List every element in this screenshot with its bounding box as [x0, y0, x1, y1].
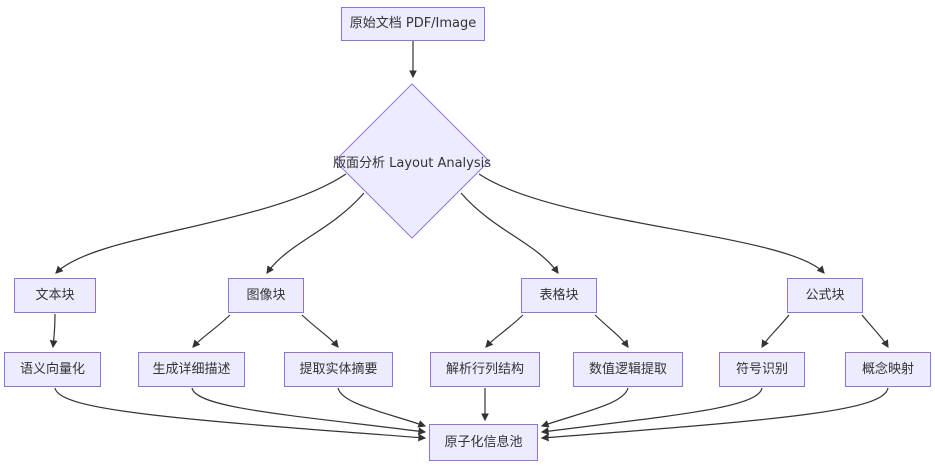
edge-layout-formula-block — [478, 173, 825, 274]
node-numeric-logic-extraction: 数值逻辑提取 — [573, 352, 683, 387]
node-atomic-info-pool-label: 原子化信息池 — [444, 434, 523, 450]
node-formula-block: 公式块 — [787, 278, 863, 313]
node-numeric-logic-extraction-label: 数值逻辑提取 — [588, 361, 667, 377]
node-source-document: 原始文档 PDF/Image — [341, 7, 485, 41]
edge-text-block-vectorize — [49, 313, 58, 349]
node-text-block-label: 文本块 — [35, 287, 75, 303]
node-layout-analysis: 版面分析 Layout Analysis — [312, 151, 512, 171]
node-semantic-vectorization-label: 语义向量化 — [19, 361, 85, 377]
node-source-document-label: 原始文档 PDF/Image — [349, 16, 477, 32]
edge-symbol-pool — [540, 387, 763, 436]
node-semantic-vectorization: 语义向量化 — [4, 352, 101, 387]
node-extract-entity-summary-label: 提取实体摘要 — [299, 361, 378, 377]
node-image-block: 图像块 — [228, 278, 304, 313]
node-formula-block-label: 公式块 — [805, 287, 845, 303]
node-image-block-label: 图像块 — [246, 287, 286, 303]
edge-describe-pool — [191, 387, 427, 436]
edge-layout-image-block — [266, 192, 365, 274]
node-symbol-recognition-label: 符号识别 — [735, 361, 788, 377]
edge-image-block-entity — [301, 314, 339, 348]
node-symbol-recognition: 符号识别 — [719, 352, 805, 387]
edge-formula-block-concept — [861, 314, 889, 349]
node-layout-analysis-label: 版面分析 Layout Analysis — [332, 155, 492, 171]
node-atomic-info-pool: 原子化信息池 — [429, 424, 538, 461]
node-parse-row-column-label: 解析行列结构 — [445, 361, 524, 377]
node-concept-mapping-label: 概念映射 — [861, 361, 914, 377]
edge-vectorize-pool — [54, 387, 427, 442]
edge-table-block-numeric — [594, 314, 629, 348]
edge-layout-table-block — [460, 192, 559, 274]
node-generate-description: 生成详细描述 — [138, 352, 245, 387]
edge-table-block-rowcol — [485, 314, 524, 348]
edge-layout-text-block — [55, 173, 347, 274]
node-text-block: 文本块 — [14, 278, 96, 313]
node-generate-description-label: 生成详细描述 — [152, 361, 231, 377]
edge-formula-block-symbol — [761, 314, 790, 349]
node-parse-row-column: 解析行列结构 — [430, 352, 540, 387]
node-table-block: 表格块 — [521, 278, 597, 313]
edge-concept-pool — [540, 387, 889, 442]
node-concept-mapping: 概念映射 — [845, 352, 931, 387]
node-table-block-label: 表格块 — [539, 287, 579, 303]
edge-numeric-pool — [540, 387, 629, 428]
edge-entity-pool — [337, 387, 427, 428]
edge-image-block-describe — [192, 314, 231, 348]
node-extract-entity-summary: 提取实体摘要 — [284, 352, 393, 387]
